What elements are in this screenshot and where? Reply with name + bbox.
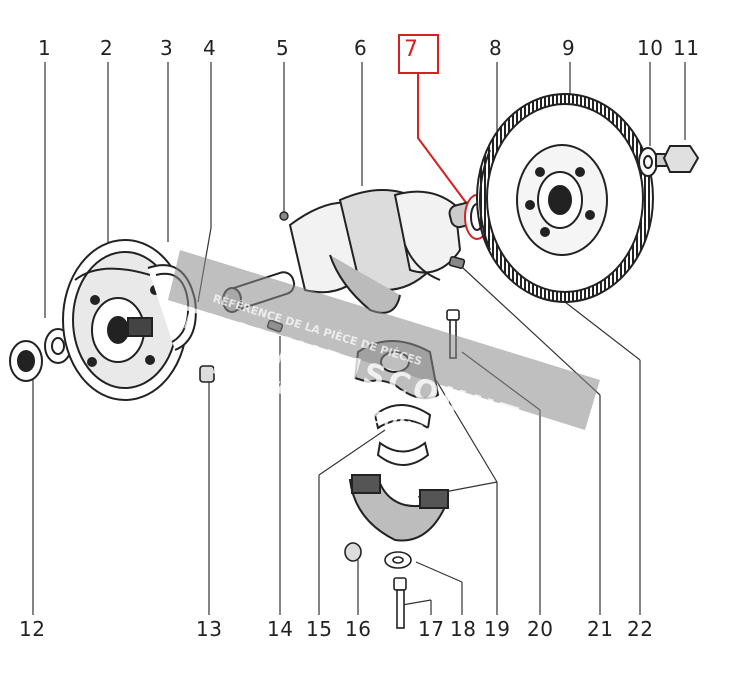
part-5-pin	[279, 211, 289, 221]
highlight-leader	[417, 74, 471, 209]
label-8: 8	[489, 36, 503, 60]
label-20: 20	[527, 617, 554, 641]
part-19-lower-cap	[348, 474, 450, 542]
label-11: 11	[673, 36, 700, 60]
label-19: 19	[484, 617, 511, 641]
part-17-bolt	[393, 577, 407, 629]
label-14: 14	[267, 617, 294, 641]
label-13: 13	[196, 617, 223, 641]
label-10: 10	[637, 36, 664, 60]
label-3: 3	[160, 36, 174, 60]
label-9: 9	[562, 36, 576, 60]
label-22: 22	[627, 617, 654, 641]
part-18-washer	[384, 551, 412, 569]
label-7: 7	[404, 37, 418, 62]
label-16: 16	[345, 617, 372, 641]
label-5: 5	[276, 36, 290, 60]
label-6: 6	[354, 36, 368, 60]
label-15: 15	[306, 617, 333, 641]
part-15-bearing-shells	[373, 404, 432, 466]
highlight-box-7	[398, 34, 439, 74]
label-2: 2	[100, 36, 114, 60]
part-13-pin	[199, 365, 215, 383]
label-1: 1	[38, 36, 52, 60]
label-17: 17	[418, 617, 445, 641]
label-12: 12	[19, 617, 46, 641]
part-9-flywheel	[476, 93, 654, 303]
label-18: 18	[450, 617, 477, 641]
part-21-key	[448, 255, 466, 269]
watermark	[168, 250, 600, 430]
label-21: 21	[587, 617, 614, 641]
label-4: 4	[203, 36, 217, 60]
part-10-washer	[638, 147, 658, 177]
part-16-dowel	[344, 542, 362, 562]
part-11-bolt	[655, 145, 700, 173]
part-12-nut	[9, 340, 43, 382]
